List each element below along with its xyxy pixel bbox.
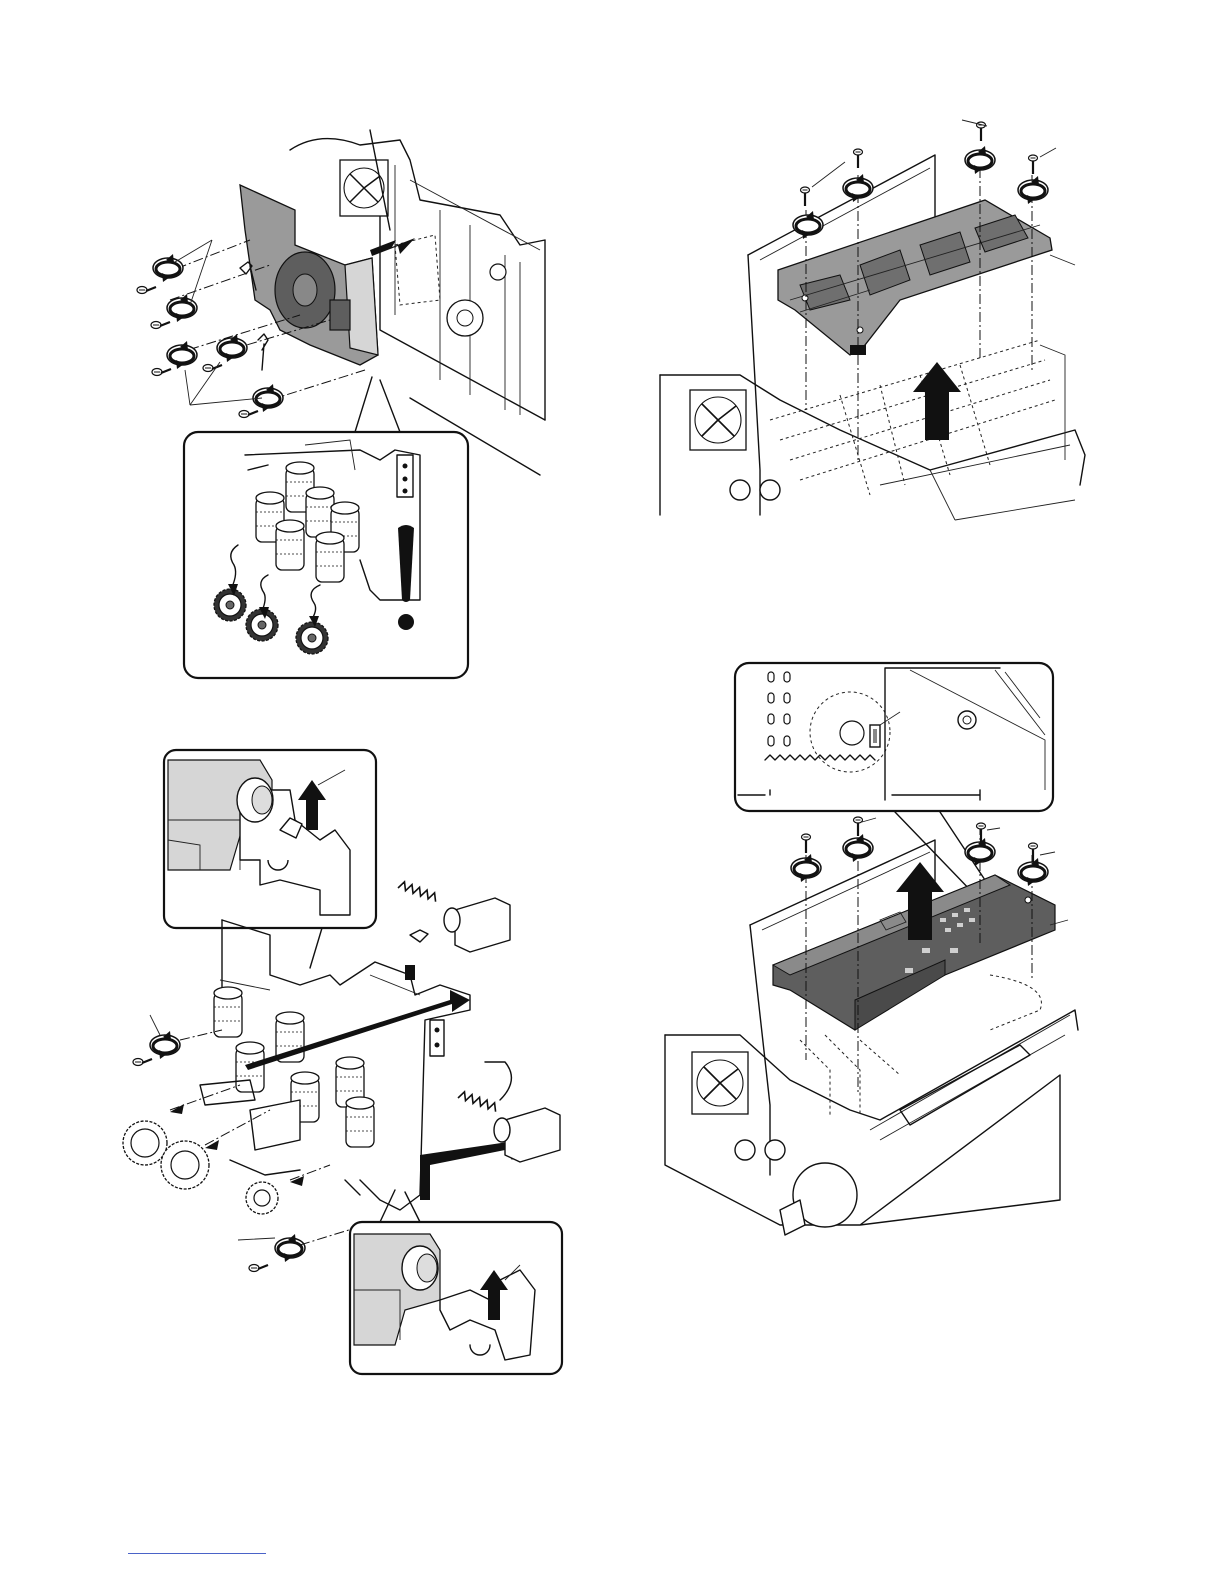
fig-solenoid-gear-exploded [123,750,562,1374]
gear-caution-detail [184,377,468,678]
cooling-fan-icon [340,160,388,216]
fig-paper-guide-removal [660,120,1085,520]
sensor-position-detail [735,663,1053,895]
solenoid-icon [444,898,560,1162]
cooling-fan-icon [692,1052,748,1114]
footer-rule [128,1553,266,1554]
paper-guide-ribs [770,340,1055,495]
removal-arrow-icon [370,238,415,256]
fig-pwb-cover-removal [665,663,1078,1235]
lift-arrow-icon [913,362,961,440]
cooling-fan-icon [690,390,746,450]
fig-drive-unit-removal [137,130,545,678]
solenoid-lever-detail-bottom [350,1190,562,1374]
